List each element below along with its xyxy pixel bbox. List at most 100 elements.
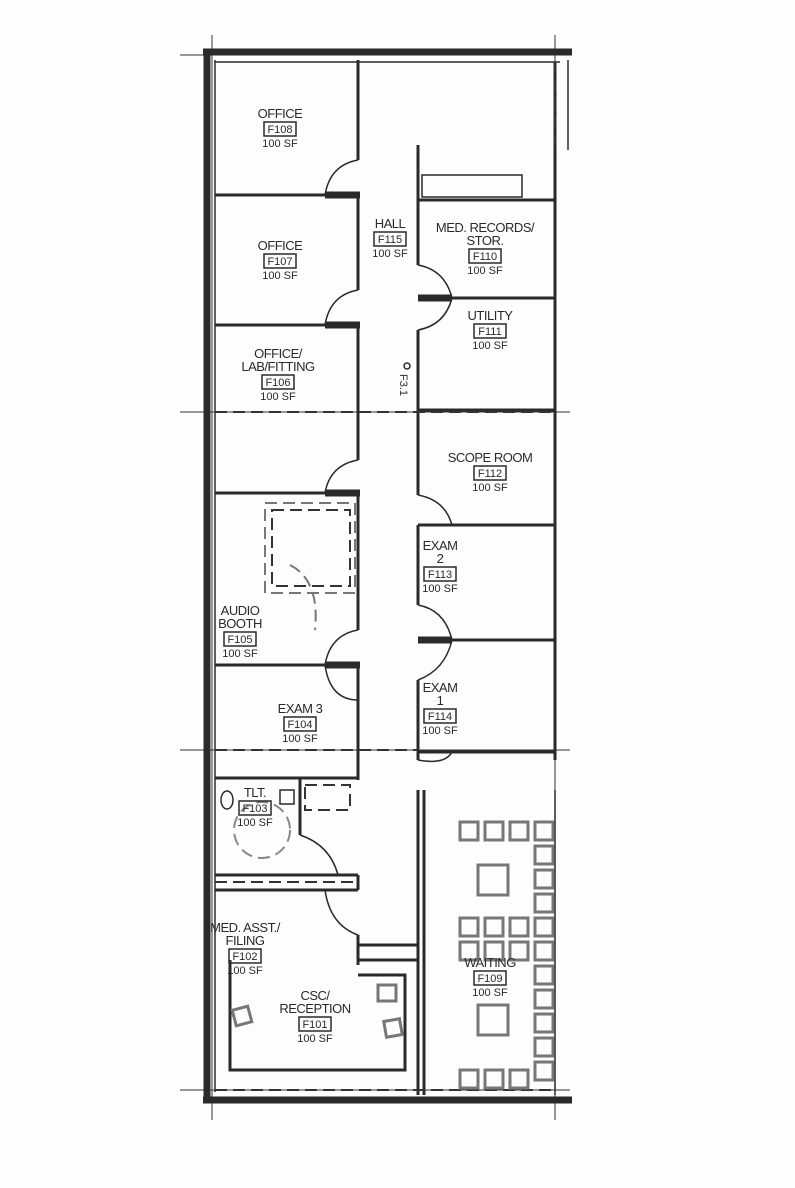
room-area: 100 SF — [422, 725, 458, 737]
chair — [508, 940, 530, 962]
room-waiting: WAITING F109 100 SF — [464, 955, 517, 999]
room-number: F106 — [265, 377, 290, 389]
room-number: F108 — [267, 124, 292, 136]
room-name: EXAM — [423, 680, 458, 695]
room-med-asst-filing: MED. ASST./FILING F102 100 SF — [210, 920, 281, 977]
chair — [533, 940, 555, 962]
room-name: BOOTH — [218, 616, 262, 631]
room-name: FILING — [226, 933, 265, 948]
room-number-tag — [238, 800, 272, 816]
room-number: F112 — [478, 468, 502, 480]
room-name: OFFICE — [258, 106, 303, 121]
waiting-chairs — [458, 820, 555, 1090]
room-number-tag — [223, 631, 257, 647]
chair — [508, 1068, 530, 1090]
room-name: EXAM — [423, 538, 458, 553]
room-area: 100 SF — [467, 265, 503, 277]
room-number-tag — [423, 708, 457, 724]
room-number-tag — [423, 566, 457, 582]
chair — [533, 988, 555, 1010]
room-number-tag — [261, 374, 295, 390]
toilet-fixtures — [220, 784, 351, 859]
room-number-tag — [473, 323, 507, 339]
table — [476, 1003, 510, 1037]
room-name: OFFICE — [258, 238, 303, 253]
room-number: F104 — [287, 719, 312, 731]
room-number-tag — [473, 465, 507, 481]
room-number-tag — [373, 231, 407, 247]
chair — [483, 1068, 505, 1090]
chair — [508, 820, 530, 842]
room-name: EXAM 3 — [278, 701, 323, 716]
chair — [533, 916, 555, 938]
reception-furniture — [230, 983, 405, 1040]
dashed-lines — [215, 62, 556, 1091]
room-number: F114 — [428, 711, 452, 723]
chair — [483, 916, 505, 938]
chair — [533, 1060, 555, 1082]
room-number: F107 — [267, 256, 292, 268]
room-name: STOR. — [467, 233, 504, 248]
room-labels: OFFICE F108 100 SF OFFICE F107 100 SF OFFICE/L… — [210, 106, 535, 1045]
room-name: MED. ASST./ — [210, 920, 281, 935]
room-name: WAITING — [464, 955, 516, 970]
chair — [458, 1068, 480, 1090]
room-name: AUDIO — [221, 603, 260, 618]
table — [476, 863, 510, 897]
interior-walls — [215, 60, 557, 1095]
room-number: F105 — [227, 634, 252, 646]
audio-booth-enclosure — [264, 502, 356, 631]
room-name: 2 — [437, 551, 444, 566]
room-number-tag — [473, 970, 507, 986]
room-number: F115 — [378, 234, 402, 246]
room-area: 100 SF — [472, 340, 508, 352]
room-name: UTILITY — [468, 308, 514, 323]
room-area: 100 SF — [472, 482, 508, 494]
room-area: 100 SF — [472, 987, 508, 999]
room-utility: UTILITY F111 100 SF — [468, 308, 514, 352]
chair — [483, 940, 505, 962]
column-tag-label: F3.1 — [397, 374, 409, 396]
room-name: HALL — [375, 216, 406, 231]
chair — [533, 1036, 555, 1058]
room-number: F102 — [232, 951, 257, 963]
room-number-tag — [283, 716, 317, 732]
chair — [533, 868, 555, 890]
column-tag: F3.1 — [397, 362, 411, 396]
chair — [533, 964, 555, 986]
room-area: 100 SF — [222, 648, 258, 660]
room-area: 100 SF — [227, 965, 263, 977]
room-name: CSC/ — [300, 988, 330, 1003]
chair — [458, 940, 480, 962]
chair — [533, 1012, 555, 1034]
room-number: F109 — [477, 973, 502, 985]
chair — [508, 916, 530, 938]
room-number-tag — [298, 1016, 332, 1032]
chair — [458, 916, 480, 938]
room-name: LAB/FITTING — [241, 359, 315, 374]
room-number-tag — [263, 253, 297, 269]
room-name: RECEPTION — [279, 1001, 350, 1016]
room-number: F111 — [478, 326, 501, 338]
room-number-tag — [468, 248, 502, 264]
chair — [533, 844, 555, 866]
room-number: F101 — [302, 1019, 327, 1031]
room-number: F110 — [473, 251, 497, 263]
chair — [533, 892, 555, 914]
chair — [533, 820, 555, 842]
chair — [458, 820, 480, 842]
room-office-1: OFFICE F108 100 SF — [258, 106, 304, 150]
room-name: OFFICE/ — [254, 346, 303, 361]
room-area: 100 SF — [262, 138, 298, 150]
